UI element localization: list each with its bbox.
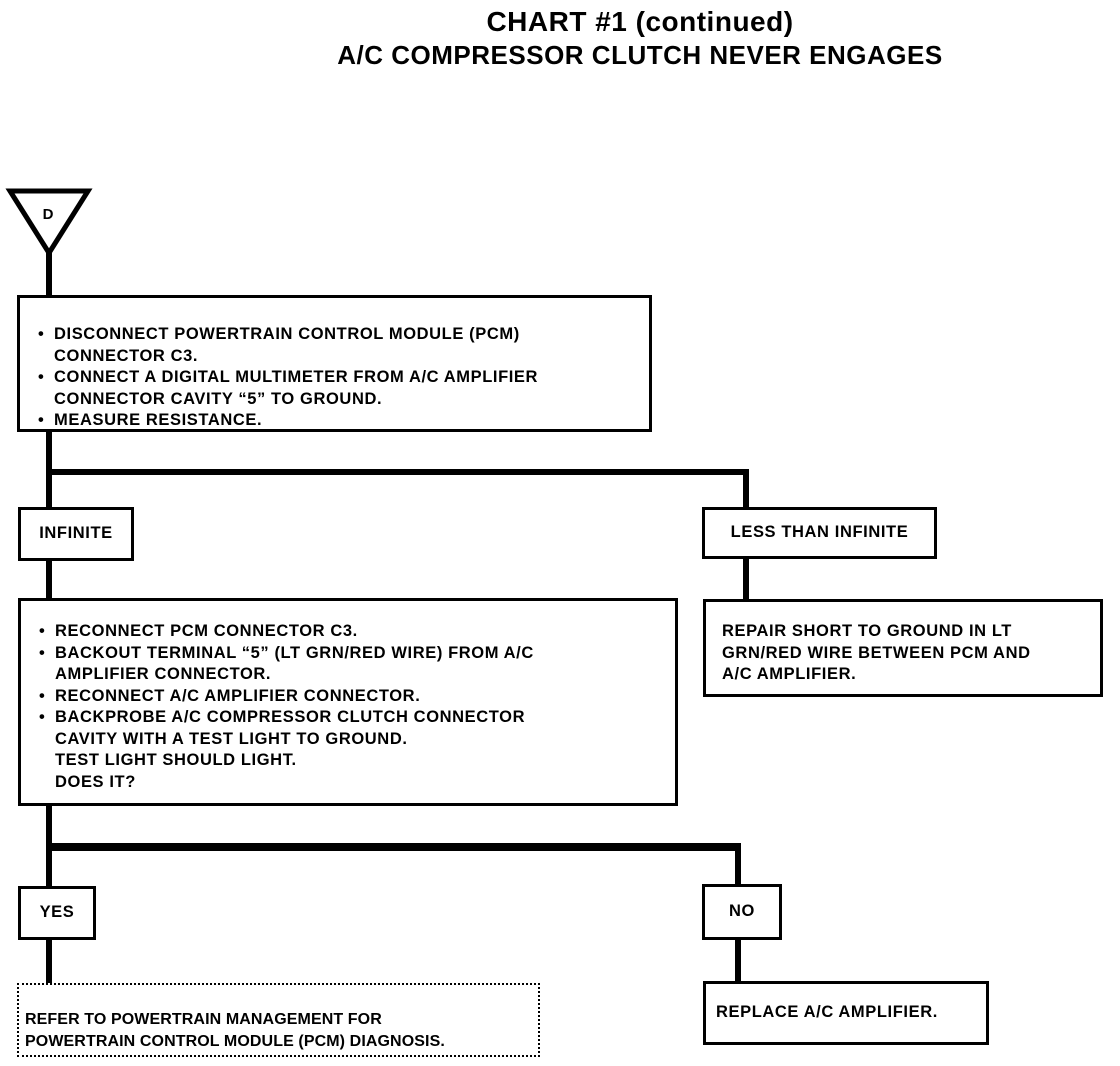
no-label: NO (729, 902, 755, 921)
line-branch2-horizontal (46, 843, 741, 851)
line-branch1-horizontal (46, 469, 749, 475)
no-result-box: NO (702, 884, 782, 940)
line-branch1-right-down (743, 469, 749, 509)
step2-item: BACKPROBE A/C COMPRESSOR CLUTCH CONNECTO… (37, 707, 665, 793)
step2-item: BACKOUT TERMINAL “5” (LT GRN/RED WIRE) F… (37, 643, 665, 686)
chart-title: CHART #1 (continued) (486, 6, 794, 37)
infinite-result-box: INFINITE (18, 507, 134, 561)
entry-connector-triangle (5, 188, 93, 258)
step1-item: MEASURE RESISTANCE. (36, 410, 639, 432)
replace-text: REPLACE A/C AMPLIFIER. (716, 1003, 938, 1022)
step1-list: DISCONNECT POWERTRAIN CONTROL MODULE (PC… (36, 324, 639, 432)
infinite-label: INFINITE (39, 524, 113, 543)
repair-short-box: REPAIR SHORT TO GROUND IN LT GRN/RED WIR… (703, 599, 1103, 697)
less-than-infinite-result-box: LESS THAN INFINITE (702, 507, 937, 559)
entry-connector-label: D (43, 206, 54, 223)
line-infinite-to-step2 (46, 560, 52, 600)
chart-subtitle: A/C COMPRESSOR CLUTCH NEVER ENGAGES (337, 40, 943, 70)
yes-label: YES (39, 903, 75, 922)
yes-result-box: YES (18, 886, 96, 940)
replace-box: REPLACE A/C AMPLIFIER. (703, 981, 989, 1045)
step1-box: DISCONNECT POWERTRAIN CONTROL MODULE (PC… (17, 295, 652, 432)
line-entry-to-step1 (46, 253, 52, 297)
refer-text: REFER TO POWERTRAIN MANAGEMENT FOR POWER… (25, 1011, 445, 1050)
line-yes-to-refer (46, 938, 52, 986)
line-less-to-repair (743, 557, 749, 600)
step2-box: RECONNECT PCM CONNECTOR C3. BACKOUT TERM… (18, 598, 678, 806)
step2-item: RECONNECT PCM CONNECTOR C3. (37, 621, 665, 643)
refer-box: REFER TO POWERTRAIN MANAGEMENT FOR POWER… (17, 983, 540, 1057)
less-than-infinite-label: LESS THAN INFINITE (730, 523, 909, 542)
step2-list: RECONNECT PCM CONNECTOR C3. BACKOUT TERM… (37, 621, 665, 793)
line-branch2-right-down (735, 843, 741, 885)
line-no-to-replace (735, 938, 741, 983)
repair-short-text: REPAIR SHORT TO GROUND IN LT GRN/RED WIR… (722, 622, 1031, 683)
step1-item: CONNECT A DIGITAL MULTIMETER FROM A/C AM… (36, 367, 639, 410)
step2-item: RECONNECT A/C AMPLIFIER CONNECTOR. (37, 686, 665, 708)
step1-item: DISCONNECT POWERTRAIN CONTROL MODULE (PC… (36, 324, 639, 367)
